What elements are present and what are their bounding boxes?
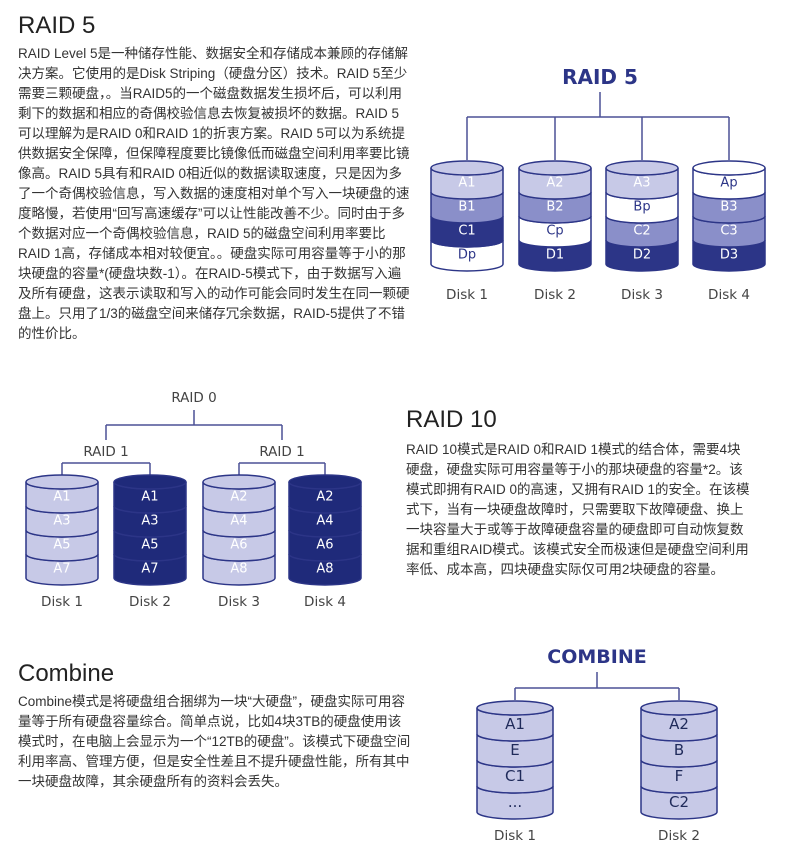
raid10-disk-2-block-label-3: A8	[230, 562, 247, 577]
raid10-disk-0-block-label-0: A1	[53, 490, 70, 505]
raid10-disk-3-block-label-3: A8	[316, 562, 333, 577]
combine-disk-0-block-label-2: C1	[505, 767, 525, 785]
combine-disk-0-top-cap	[476, 700, 554, 716]
raid5-disk-2-block-label-3: D2	[633, 248, 651, 263]
raid5-disk-3-block-label-2: C3	[720, 224, 737, 239]
combine-disk-1-top-cap	[640, 700, 718, 716]
raid5-disk-label-2: Disk 3	[621, 287, 663, 303]
raid10-disk-2-block-label-2: A6	[230, 538, 247, 553]
raid10-top-label: RAID 0	[171, 390, 216, 406]
raid5-description: RAID Level 5是一种储存性能、数据安全和存储成本兼顾的存储解决方案。它…	[18, 46, 410, 341]
raid10-disk-0-block-label-3: A7	[53, 562, 70, 577]
raid10-pair-label-0: RAID 1	[83, 444, 128, 460]
raid5-disk-0-block-label-1: B1	[458, 200, 475, 215]
raid5-disk-1-top-cap	[518, 160, 592, 176]
raid10-disk-3-block-label-2: A6	[316, 538, 333, 553]
raid5-diagram-title: RAID 5	[562, 65, 638, 89]
raid10-disk-label-3: Disk 4	[304, 594, 346, 610]
combine-disk-0-block-label-3: ...	[508, 793, 522, 811]
raid5-disk-0-block-label-2: C1	[458, 224, 475, 239]
raid5-disk-label-0: Disk 1	[446, 287, 488, 303]
raid10-disk-0-top-cap	[25, 474, 99, 490]
raid10-disk-1-top-cap	[113, 474, 187, 490]
raid5-disk-1-block-label-0: A2	[546, 176, 563, 191]
raid5-disk-3-top-cap	[692, 160, 766, 176]
raid5-disk-0-block-label-3: Dp	[458, 248, 476, 263]
raid10-heading: RAID 10	[406, 406, 497, 433]
combine-disk-0-block-label-0: A1	[505, 715, 525, 733]
raid5-heading: RAID 5	[18, 12, 96, 39]
combine-disk-1-block-label-2: F	[675, 767, 684, 785]
raid10-disk-label-0: Disk 1	[41, 594, 83, 610]
combine-disk-1-block-label-1: B	[674, 741, 684, 759]
raid10-disk-2-block-label-1: A4	[230, 514, 247, 529]
raid5-disk-2-block-label-2: C2	[633, 224, 650, 239]
raid10-disk-1-block-label-1: A3	[141, 514, 158, 529]
raid10-disk-1-block-label-0: A1	[141, 490, 158, 505]
raid10-disk-label-2: Disk 3	[218, 594, 260, 610]
combine-disk-1-block-label-3: C2	[669, 793, 689, 811]
combine-diagram-title: COMBINE	[547, 646, 646, 668]
raid10-disk-1-block-label-3: A7	[141, 562, 158, 577]
raid10-disk-2-top-cap	[202, 474, 276, 490]
raid5-disk-0-block-label-0: A1	[458, 176, 475, 191]
raid5-disk-3-block-label-3: D3	[720, 248, 738, 263]
raid10-pair-label-1: RAID 1	[259, 444, 304, 460]
raid10-disk-0-block-label-1: A3	[53, 514, 70, 529]
raid10-disk-1-block-label-2: A5	[141, 538, 158, 553]
combine-disk-label-1: Disk 2	[658, 828, 700, 844]
raid5-disk-0-top-cap	[430, 160, 504, 176]
raid5-disk-1-block-label-3: D1	[546, 248, 564, 263]
raid5-disk-label-3: Disk 4	[708, 287, 750, 303]
raid10-disk-0-block-label-2: A5	[53, 538, 70, 553]
raid10-disk-3-block-label-0: A2	[316, 490, 333, 505]
raid10-description: RAID 10模式是RAID 0和RAID 1模式的结合体，需要4块硬盘，硬盘实…	[406, 442, 750, 577]
raid5-disk-2-block-label-1: Bp	[633, 200, 650, 215]
combine-disk-0-block-label-1: E	[510, 741, 519, 759]
raid5-disk-1-block-label-1: B2	[546, 200, 563, 215]
combine-description: Combine模式是将硬盘组合捆绑为一块“大硬盘”，硬盘实际可用容量等于所有硬盘…	[18, 694, 411, 789]
raid5-disk-1-block-label-2: Cp	[546, 224, 563, 239]
raid5-disk-3-block-label-0: Ap	[720, 176, 737, 191]
combine-disk-1-block-label-0: A2	[669, 715, 689, 733]
raid5-disk-3-block-label-1: B3	[720, 200, 737, 215]
raid10-disk-label-1: Disk 2	[129, 594, 171, 610]
combine-disk-label-0: Disk 1	[494, 828, 536, 844]
raid10-disk-3-top-cap	[288, 474, 362, 490]
raid5-disk-label-1: Disk 2	[534, 287, 576, 303]
raid5-disk-2-block-label-0: A3	[633, 176, 650, 191]
combine-heading: Combine	[18, 660, 115, 687]
raid10-disk-2-block-label-0: A2	[230, 490, 247, 505]
raid5-disk-2-top-cap	[605, 160, 679, 176]
raid10-disk-3-block-label-1: A4	[316, 514, 333, 529]
